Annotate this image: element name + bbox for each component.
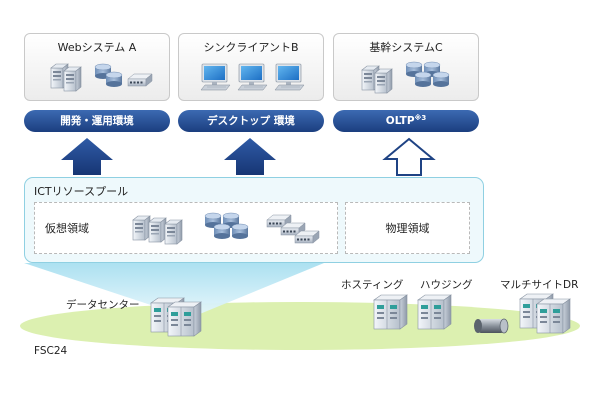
client-pc-icon xyxy=(200,63,305,91)
physical-area-label: 物理領域 xyxy=(385,222,430,235)
multisite-building-icon xyxy=(519,293,571,334)
storage-icon xyxy=(94,63,123,88)
system-card-thin-client-b: シンクライアントB xyxy=(178,33,324,101)
pool-title: ICTリソースプール xyxy=(34,185,129,198)
band-label: OLTP xyxy=(385,115,415,127)
band-label: 開発・運用環境 xyxy=(60,115,134,127)
band-footnote-mark: ※3 xyxy=(414,114,427,122)
system-c-icons xyxy=(361,61,450,94)
band-label: デスクトップ 環境 xyxy=(207,115,295,127)
network-switch-icon xyxy=(127,73,153,87)
multisite-dr-label: マルチサイトDR xyxy=(500,279,579,291)
system-card-core-c: 基幹システムC xyxy=(333,33,479,101)
virtual-area-label: 仮想領域 xyxy=(45,222,89,235)
server-tower-icon xyxy=(361,65,393,94)
network-switch-icon xyxy=(266,214,320,244)
system-title: Webシステム A xyxy=(57,41,137,54)
housing-label: ハウジング xyxy=(420,279,473,291)
hosting-building-icon xyxy=(373,294,408,330)
arrow-up-outline-c xyxy=(382,137,436,176)
housing-building-icon xyxy=(417,294,452,330)
server-rack-icon xyxy=(132,215,183,245)
environment-band-b: デスクトップ 環境 xyxy=(178,110,324,132)
environment-band-a: 開発・運用環境 xyxy=(24,110,170,132)
arrow-up-a xyxy=(61,138,113,175)
connector-cable-icon xyxy=(474,318,509,334)
environment-band-c: OLTP※3 xyxy=(333,110,479,132)
ict-resource-pool: ICTリソースプール 仮想領域 xyxy=(24,177,484,263)
system-a-icons xyxy=(50,63,153,92)
network-label: FSC24 xyxy=(34,345,68,357)
system-b-icons xyxy=(200,63,305,91)
system-title: シンクライアントB xyxy=(203,41,299,54)
datacenter-beam xyxy=(24,263,324,318)
arrow-up-b xyxy=(224,138,276,175)
datacenter-building-icon xyxy=(150,297,202,337)
system-card-web-a: Webシステム A xyxy=(24,33,170,101)
storage-icon xyxy=(405,61,450,88)
datacenter-label: データセンター xyxy=(66,299,140,311)
physical-area: 物理領域 xyxy=(345,202,470,254)
system-title: 基幹システムC xyxy=(369,41,443,54)
virtual-area: 仮想領域 xyxy=(34,202,338,254)
storage-icon xyxy=(204,212,249,240)
hosting-label: ホスティング xyxy=(341,279,404,291)
server-tower-icon xyxy=(50,63,82,92)
virtual-area-icons xyxy=(132,212,320,245)
